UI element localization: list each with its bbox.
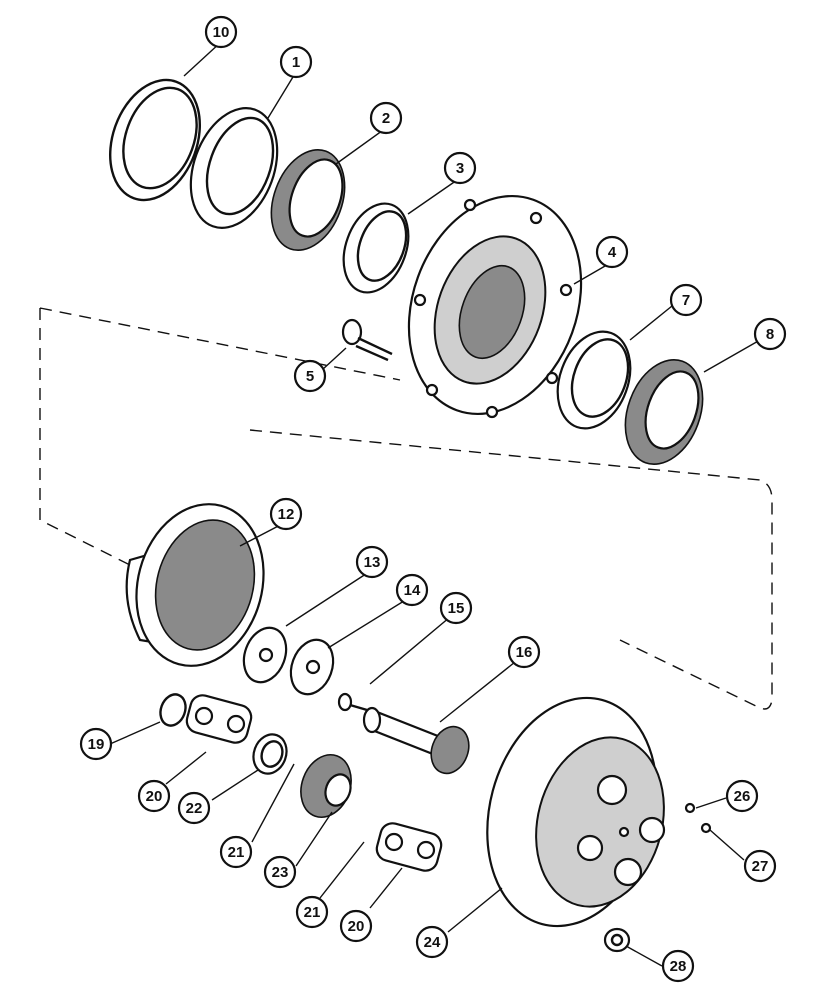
part-10-seal-ring [108,78,202,202]
callout-1: 1 [279,45,313,79]
callout-14: 14 [395,573,429,607]
callout-12: 12 [269,497,303,531]
callout-23: 23 [263,855,297,889]
part-7-bearing-cup [556,330,632,430]
callout-19: 19 [79,727,113,761]
callout-2: 2 [369,101,403,135]
callout-4-label: 4 [608,244,617,261]
callout-10: 10 [204,15,238,49]
callout-16-label: 16 [516,644,533,661]
callout-22: 22 [177,791,211,825]
callout-21-lower: 21 [295,895,329,929]
part-16-input-shaft [362,706,470,775]
callout-24-label: 24 [424,934,441,951]
callout-3: 3 [443,151,477,185]
part-22-needle-bearing [252,733,288,775]
callout-20-lower: 20 [339,909,373,943]
callout-10-label: 10 [213,24,230,41]
callout-3-label: 3 [456,160,464,177]
callout-20-upper: 20 [137,779,171,813]
callout-8-label: 8 [766,326,774,343]
part-28-nut [603,927,631,953]
callout-8: 8 [753,317,787,351]
callout-26: 26 [725,779,759,813]
callout-23-label: 23 [272,864,289,881]
callout-26-label: 26 [734,788,751,805]
callout-20-upper-label: 20 [146,788,163,805]
part-5-wheel-stud [341,318,393,362]
part-27-plug [700,822,712,834]
callout-20-lower-label: 20 [348,918,365,935]
callout-15: 15 [439,591,473,625]
callout-15-label: 15 [448,600,465,617]
part-12-ring-gear [125,503,265,667]
callout-16: 16 [507,635,541,669]
part-20-spacer-plate-lower [375,822,443,872]
callout-5: 5 [293,359,327,393]
callout-21-upper-label: 21 [228,844,245,861]
callout-22-label: 22 [186,800,203,817]
callout-14-label: 14 [404,582,421,599]
callout-24: 24 [415,925,449,959]
part-26-plug [684,802,696,814]
part-24-planet-carrier [486,696,666,928]
callout-13-label: 13 [364,554,381,571]
callout-1-label: 1 [292,54,300,71]
callout-7-label: 7 [682,292,690,309]
callout-27: 27 [743,849,777,883]
callout-2-label: 2 [382,110,390,127]
callout-5-label: 5 [306,368,314,385]
part-14-thrust-washer [289,638,335,696]
callout-7: 7 [669,283,703,317]
part-2-tapered-roller-bearing [270,148,346,252]
part-3-bearing-cup [342,202,410,294]
part-8-tapered-roller-bearing [624,358,704,466]
part-23-planet-gear [300,754,352,818]
part-13-thrust-washer [242,626,288,684]
callout-21-upper: 21 [219,835,253,869]
callout-21-lower-label: 21 [304,904,321,921]
callout-28-label: 28 [670,958,687,975]
part-20-spacer-plate-upper [185,694,253,744]
callout-28: 28 [661,949,695,983]
part-1-bearing-cup [189,107,279,229]
assembly-dashed-boundary [39,307,773,710]
part-4-wheel-hub [407,194,583,419]
callout-4: 4 [595,235,629,269]
callout-13: 13 [355,545,389,579]
callout-19-label: 19 [88,736,105,753]
callout-12-label: 12 [278,506,295,523]
callout-27-label: 27 [752,858,769,875]
part-19-snap-ring [159,693,187,727]
